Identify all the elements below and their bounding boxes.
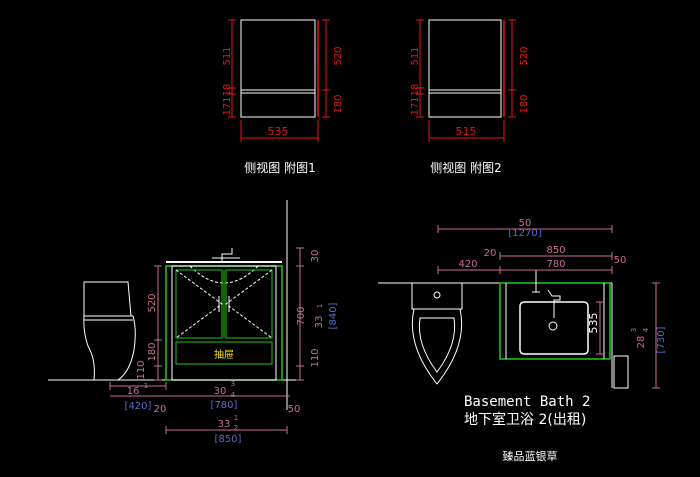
plan-wall-block: [613, 355, 629, 389]
toilet-tank-plan: [411, 282, 463, 310]
dim-label: 1: [316, 304, 324, 308]
dim-label: 18: [410, 84, 421, 97]
toilet-seat-plan: [418, 317, 456, 373]
dim-label: 110: [310, 348, 321, 367]
dim-label: 700: [296, 306, 307, 325]
dim-label: 171: [410, 96, 421, 115]
dim-label: 420: [458, 259, 477, 270]
dim-label: [780]: [211, 400, 238, 411]
dim-label: 50: [614, 255, 627, 266]
dim-label: 33: [218, 419, 231, 430]
dim-label: 4: [231, 391, 236, 399]
front-elevation: 抽屉 520 180 110 30 700 33 1 [840] 110 16 …: [48, 200, 339, 445]
title-chinese: 地下室卫浴 2(出租): [464, 411, 586, 428]
dim-label: 535: [268, 125, 289, 138]
dim-label: 20: [154, 404, 167, 415]
dim-label: 180: [519, 94, 530, 113]
plan-view: 50 [1270] 20 850 420 780 50 535 28 3 4 […: [378, 218, 667, 389]
dim-label: 850: [546, 245, 565, 256]
side-view-2: 511 18 171 520 180 515 侧视图 附图2: [410, 19, 530, 175]
door-swing-right: [225, 269, 273, 339]
title-english: Basement Bath 2: [464, 394, 590, 410]
door-left: [175, 269, 223, 339]
dim-label: 30: [310, 250, 321, 263]
dim-label: 50: [288, 404, 301, 415]
door-right: [225, 269, 273, 339]
dim-label: 180: [147, 342, 158, 361]
dim-label: 520: [147, 293, 158, 312]
toilet-bowl-plan: [411, 308, 463, 385]
dim-label: 1: [144, 382, 148, 390]
dim-label: 3: [231, 380, 235, 388]
dim-label: 3: [630, 328, 638, 332]
faucet-plan-icon: [532, 270, 561, 318]
side-view-2-caption: 侧视图 附图2: [430, 160, 501, 175]
dim-label: 30: [214, 386, 227, 397]
dim-label: 511: [410, 46, 421, 65]
dim-label: 520: [333, 46, 344, 65]
side-view-1-body: [240, 19, 316, 118]
dim-label: 110: [136, 360, 147, 379]
dim-label: 16: [127, 386, 140, 397]
dim-label: 4: [642, 327, 650, 332]
dim-label: 535: [587, 313, 600, 334]
dim-label: 50: [519, 218, 532, 229]
credit-text: 臻品蓝银草: [503, 449, 558, 463]
vanity-plan-outer: [499, 282, 611, 360]
side-view-2-body: [428, 19, 502, 118]
dim-label: 520: [519, 46, 530, 65]
dim-label: 18: [222, 84, 233, 97]
dim-label: 20: [484, 248, 497, 259]
dim-label: 171: [222, 96, 233, 115]
door-swing-left: [175, 269, 223, 339]
vanity-inner: [171, 265, 277, 381]
dim-label: [1270]: [508, 228, 541, 239]
drawer-panel: [175, 341, 273, 365]
faucet-icon: [212, 248, 240, 262]
dim-label: 511: [222, 46, 233, 65]
toilet-button: [433, 291, 441, 299]
dim-label: 515: [456, 125, 477, 138]
drain-icon: [548, 321, 558, 331]
dim-label: 1: [234, 414, 238, 422]
drawer-label: 抽屉: [214, 348, 234, 361]
dim-label: 780: [546, 259, 565, 270]
toilet-tank: [83, 281, 132, 317]
dim-label: 28: [636, 336, 647, 349]
dim-label: [840]: [328, 302, 339, 329]
side-view-1: 511 18 171 520 180 535 侧视图 附图1: [222, 19, 344, 175]
dim-label: 180: [333, 94, 344, 113]
side-view-1-caption: 侧视图 附图1: [244, 160, 315, 175]
toilet-bowl: [83, 315, 136, 381]
dim-label: [420]: [125, 401, 152, 412]
dim-label: 2: [234, 424, 238, 432]
dim-label: [730]: [656, 326, 667, 353]
dim-label: 33: [314, 316, 325, 329]
dim-label: [850]: [215, 434, 242, 445]
